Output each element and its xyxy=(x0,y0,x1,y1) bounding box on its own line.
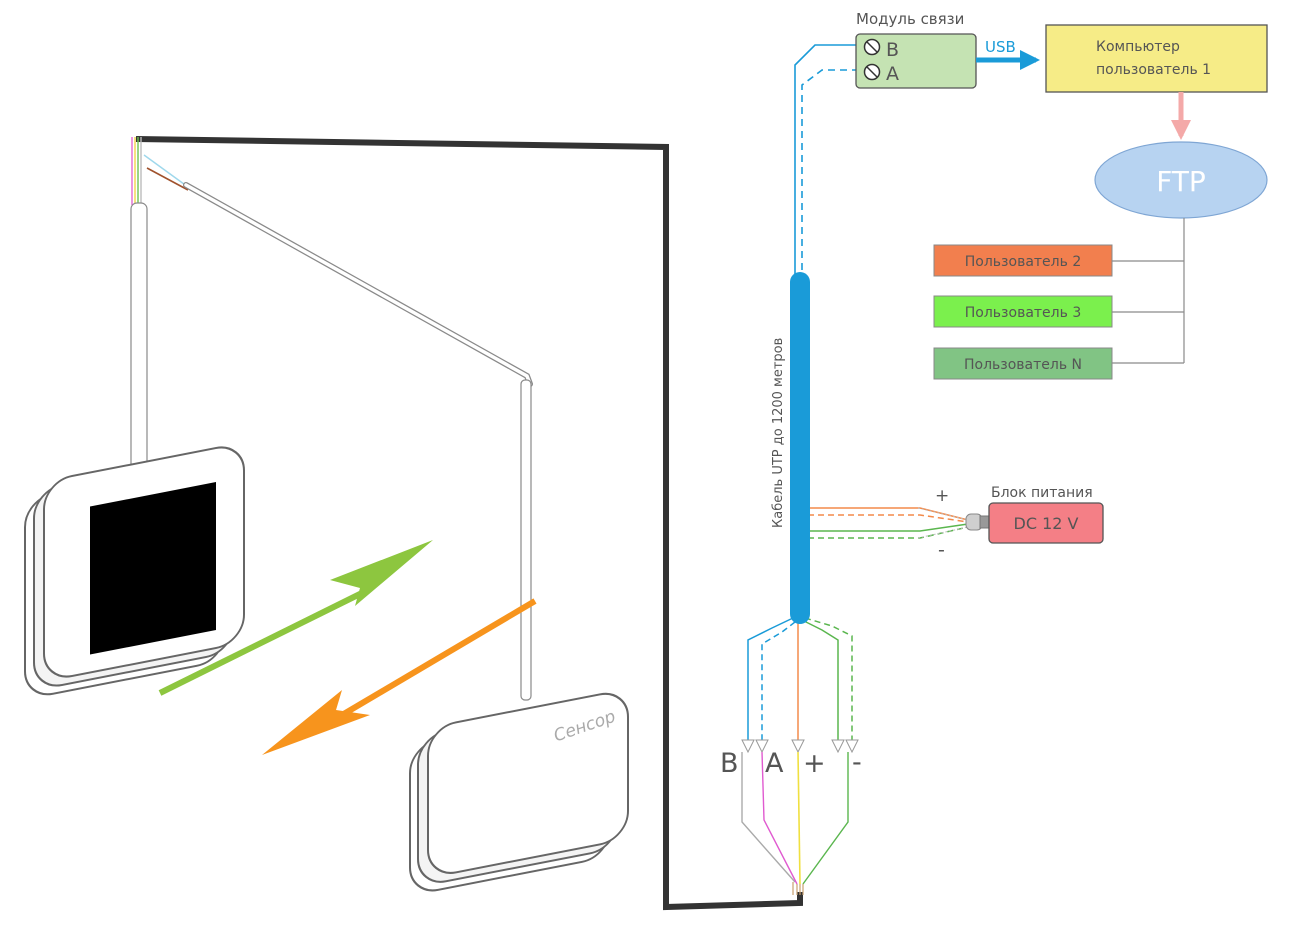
module-title: Модуль связи xyxy=(856,10,964,28)
screw-a-icon xyxy=(863,63,881,81)
usb-label: USB xyxy=(985,38,1016,56)
cable-top-wires xyxy=(794,44,865,282)
user-label: Пользователь 2 xyxy=(965,254,1081,270)
sensor-device: Сенсор xyxy=(409,692,629,892)
power-plus-sign: + xyxy=(935,486,949,506)
screw-b-icon xyxy=(863,38,881,56)
terminal-a: A xyxy=(765,748,784,779)
terminal-labels: B A + - xyxy=(720,747,862,779)
module-pin-a: A xyxy=(886,63,899,85)
usb-arrow: USB xyxy=(976,38,1040,70)
user-label: Пользователь 3 xyxy=(965,305,1081,321)
user-label: Пользователь N xyxy=(964,357,1082,373)
terminal-minus: - xyxy=(852,747,862,778)
computer-box: Компьютер пользователь 1 xyxy=(1045,24,1268,93)
user-box-3: Пользователь 3 xyxy=(933,295,1113,328)
communication-module: Модуль связи B A xyxy=(855,10,977,89)
ftp-node: FTP xyxy=(1094,141,1268,219)
power-title: Блок питания xyxy=(991,485,1093,501)
module-pin-b: B xyxy=(886,39,899,61)
orange-direction-arrow xyxy=(262,598,537,755)
frame-wire xyxy=(135,136,803,911)
power-minus-sign: - xyxy=(938,539,945,561)
user-box-n: Пользователь N xyxy=(933,347,1113,380)
utp-cable xyxy=(790,272,810,624)
power-label: DC 12 V xyxy=(1014,514,1079,533)
computer-label-line2: пользователь 1 xyxy=(1096,62,1211,78)
cable-label: Кабель UTP до 1200 метров xyxy=(771,338,786,528)
terminal-b: B xyxy=(720,748,739,779)
terminal-plus: + xyxy=(803,748,826,779)
power-supply: Блок питания DC 12 V + - xyxy=(935,485,1104,561)
display-device xyxy=(24,446,245,696)
power-wires xyxy=(808,507,993,539)
ftp-user-lines xyxy=(1112,218,1185,364)
computer-label-line1: Компьютер xyxy=(1096,39,1180,55)
ftp-label: FTP xyxy=(1156,165,1206,198)
display-screen xyxy=(90,482,216,655)
cable-bottom-wires xyxy=(741,617,859,895)
green-direction-arrow xyxy=(158,540,433,696)
user-box-2: Пользователь 2 xyxy=(933,244,1113,277)
left-wiring xyxy=(130,137,533,701)
